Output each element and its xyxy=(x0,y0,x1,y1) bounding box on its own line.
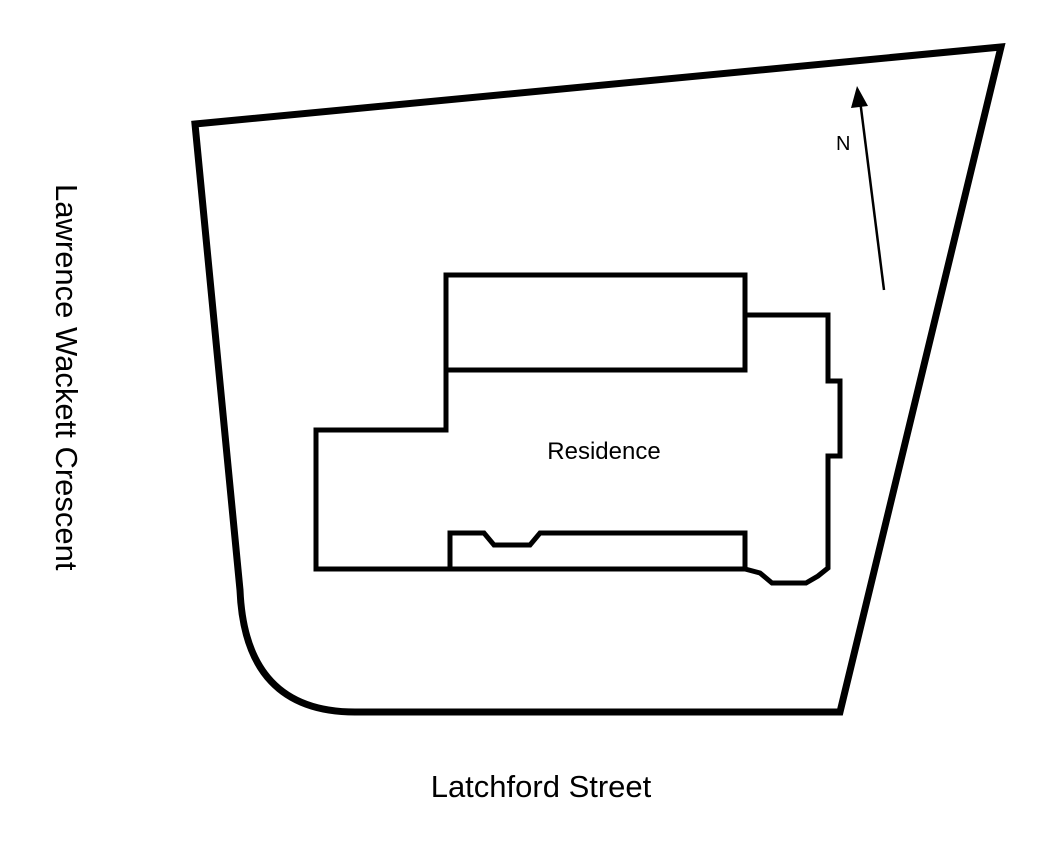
residence-lower-verandah xyxy=(447,530,748,569)
building-label: Residence xyxy=(547,438,660,465)
north-arrow-shaft xyxy=(858,99,886,291)
north-arrow-head xyxy=(851,86,868,108)
north-arrow-icon xyxy=(851,86,886,291)
residence-upper-wing xyxy=(443,272,748,373)
property-boundary xyxy=(191,43,1006,716)
west-street-label: Lawrence Wackett Crescent xyxy=(49,184,84,571)
south-street-label: Latchford Street xyxy=(431,769,652,804)
north-label: N xyxy=(836,133,850,155)
